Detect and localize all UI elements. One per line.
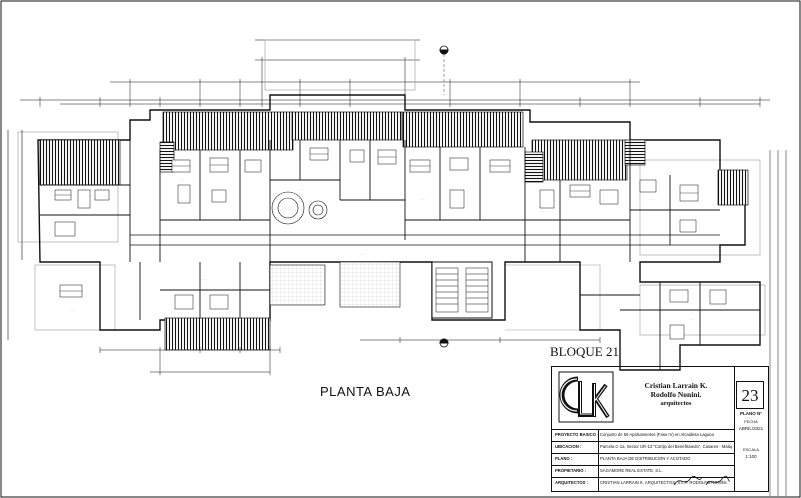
- row-value: SAGAMORE REAL ESTATE, S.L.: [600, 468, 663, 473]
- svg-text:·····: ·····: [420, 197, 425, 201]
- architect-name-2: Rodolfo Nonini.: [650, 390, 702, 399]
- row-propietario: PROPIETARIO : SAGAMORE REAL ESTATE, S.L.: [552, 465, 734, 477]
- furniture: [54, 147, 727, 340]
- svg-text:·····: ·····: [690, 317, 695, 321]
- right-margin-frame: [769, 150, 787, 496]
- svg-text:·····: ·····: [70, 307, 75, 311]
- section-marker-top: [439, 45, 449, 95]
- stair-core: [431, 261, 493, 319]
- roof-hatch-areas: [39, 111, 749, 351]
- top-dimension-ticks: [39, 57, 761, 107]
- row-proyecto: PROYECTO BASICO Conjunto de 59 Apartamen…: [552, 429, 734, 441]
- row-key: ARQUITECTOS :: [555, 480, 588, 485]
- architect-signature: [673, 475, 731, 486]
- row-ubicacion: UBICACION : Parcela C-1a, Sector UR-13 "…: [552, 441, 734, 453]
- title-block: Cristian Larrain K. Rodolfo Nonini. arqu…: [551, 366, 769, 492]
- row-plano: PLANO : PLANTA BAJA DE DISTRIBUCION Y AC…: [552, 453, 734, 465]
- circular-patio: [271, 191, 328, 225]
- furniture-detail: [55, 153, 698, 292]
- escala-label: ESCALA: [743, 447, 759, 452]
- architect-subtitle: arquitectos: [660, 400, 692, 407]
- svg-text:·····: ·····: [180, 177, 185, 181]
- terrace-outlines: [17, 39, 766, 336]
- row-value: Parcela C-1a, Sector UR-13 "Cortijo del …: [600, 444, 732, 449]
- room-annotations: ····· ····· ····· ····· ····· ····· ····· ··…: [62, 175, 695, 321]
- architect-name-1: Cristian Larrain K.: [644, 381, 708, 390]
- architect-logo: [558, 371, 614, 423]
- svg-text:·····: ·····: [300, 187, 305, 191]
- interior-walls: [40, 140, 760, 370]
- svg-text:·····: ·····: [540, 209, 545, 213]
- block-title: BLOQUE 21: [550, 344, 619, 359]
- escala-value: 1:100: [745, 454, 757, 459]
- svg-text:·····: ·····: [200, 277, 205, 281]
- svg-text:·····: ·····: [62, 175, 67, 179]
- corridor: [130, 234, 720, 246]
- row-key: PROYECTO BASICO: [555, 432, 596, 437]
- fecha-value: ABRIL/2021: [738, 426, 764, 431]
- sheet-number: 23: [736, 381, 764, 409]
- row-value: CRISTIAN LARRAIN K. ARQUITECTOS, S.L.P. …: [600, 480, 728, 485]
- lobby-floor: [269, 261, 401, 308]
- plano-label: PLANO N°: [739, 411, 763, 416]
- row-value: Conjunto de 59 Apartamentos (Fase IV) en…: [600, 432, 714, 437]
- row-key: PROPIETARIO :: [555, 468, 587, 473]
- row-value: PLANTA BAJA DE DISTRIBUCION Y ACOTADO: [600, 456, 691, 461]
- svg-text:·····: ·····: [650, 197, 655, 201]
- fecha-label: FECHA: [744, 419, 758, 424]
- row-key: PLANO :: [555, 456, 573, 461]
- title-block-divider: [734, 367, 735, 491]
- row-key: UBICACION :: [555, 444, 582, 449]
- left-dimension-lines: [7, 130, 23, 340]
- row-arquitectos: ARQUITECTOS : CRISTIAN LARRAIN K. ARQUIT…: [552, 477, 734, 491]
- svg-text:·····: ·····: [360, 252, 365, 256]
- bottom-dimension-ticks: [99, 337, 601, 375]
- plan-title: PLANTA BAJA: [320, 384, 411, 399]
- title-block-key-divider: [598, 429, 599, 491]
